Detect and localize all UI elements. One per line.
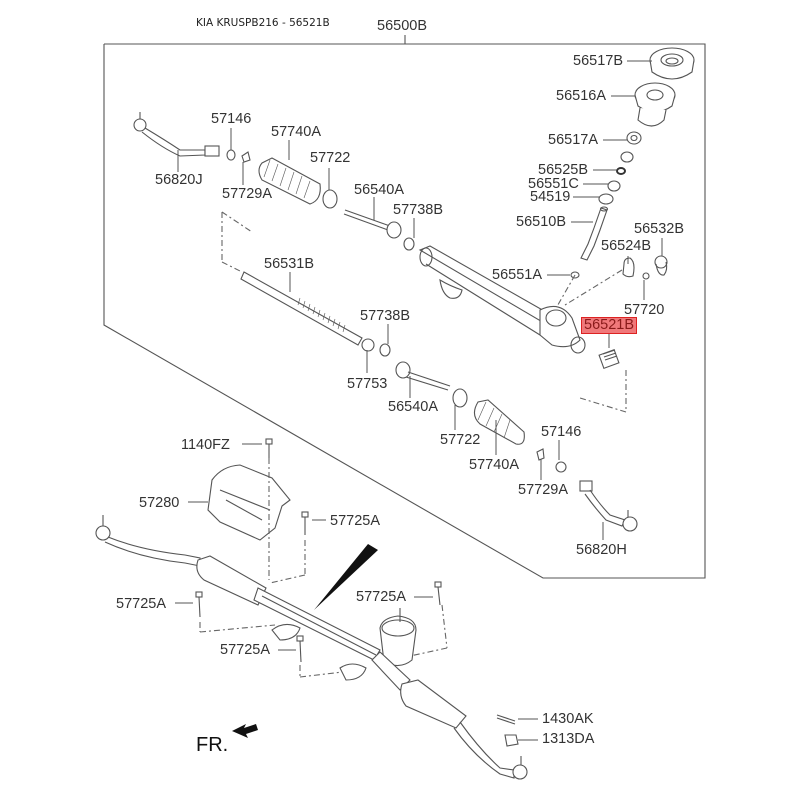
ring-57738B-upper-shape xyxy=(403,237,415,251)
ring-57753-shape xyxy=(361,338,375,352)
part-label-56517A[interactable]: 56517A xyxy=(548,132,598,148)
part-label-57738B-lower[interactable]: 57738B xyxy=(360,308,410,324)
clamp-57722-left-shape xyxy=(322,189,338,209)
part-label-57725A-1[interactable]: 57725A xyxy=(330,513,380,529)
front-direction-label: FR. xyxy=(196,734,229,756)
part-label-56820J[interactable]: 56820J xyxy=(155,172,203,188)
part-label-54519[interactable]: 54519 xyxy=(530,189,571,205)
nut-57146-left-shape xyxy=(226,149,236,161)
part-label-57753[interactable]: 57753 xyxy=(347,376,388,392)
castle-nut-1313DA-shape xyxy=(504,734,519,747)
clip-57729A-right-shape xyxy=(536,448,545,461)
cotter-pin-1430AK-shape xyxy=(496,714,516,725)
part-label-1430AK[interactable]: 1430AK xyxy=(542,711,594,727)
part-label-57722-left[interactable]: 57722 xyxy=(310,150,351,166)
part-label-1140FZ[interactable]: 1140FZ xyxy=(181,437,230,453)
part-label-57740A-right[interactable]: 57740A xyxy=(469,457,519,473)
assembly-frame xyxy=(103,43,706,579)
part-label-56532B[interactable]: 56532B xyxy=(634,221,684,237)
bolt-57725A-shape-4 xyxy=(296,635,304,663)
part-label-57725A-3[interactable]: 57725A xyxy=(356,589,406,605)
part-label-56517B[interactable]: 56517B xyxy=(573,53,623,69)
part-label-57725A-2[interactable]: 57725A xyxy=(116,596,166,612)
spring-57720-shape xyxy=(642,272,650,280)
plug-56521B-shape xyxy=(598,348,620,370)
clamp-57722-right-shape xyxy=(452,388,468,408)
ring-57738B-lower-shape xyxy=(379,343,391,357)
bolt-57725A-shape-3 xyxy=(434,581,442,606)
part-label-56524B[interactable]: 56524B xyxy=(601,238,651,254)
part-label-56525B[interactable]: 56525B xyxy=(538,162,588,178)
part-label-57740A-left[interactable]: 57740A xyxy=(271,124,321,140)
bearing-56517A-shape xyxy=(626,131,642,145)
front-arrow-icon xyxy=(232,724,258,738)
cap-56532B-shape xyxy=(654,255,668,276)
part-label-57720[interactable]: 57720 xyxy=(624,302,665,318)
nut-56551A-shape xyxy=(570,271,580,279)
heat-shield-57280-shape xyxy=(207,464,291,541)
part-label-56510B[interactable]: 56510B xyxy=(516,214,566,230)
bearing-cap-56517B-shape xyxy=(649,47,695,80)
part-label-56551C[interactable]: 56551C xyxy=(528,176,579,192)
seal-56516A-shape xyxy=(634,82,676,127)
part-label-1313DA[interactable]: 1313DA xyxy=(542,731,595,747)
part-label-57725A-4[interactable]: 57725A xyxy=(220,642,270,658)
steering-gear-assembly-shape xyxy=(95,515,528,780)
oring-56525B-shape xyxy=(616,167,626,175)
part-label-56551A[interactable]: 56551A xyxy=(492,267,542,283)
bolt-57725A-shape-1 xyxy=(301,511,309,535)
assembly-label[interactable]: 56500B xyxy=(377,18,427,34)
part-label-57729A-left[interactable]: 57729A xyxy=(222,186,272,202)
part-label-56521B-highlighted[interactable]: 56521B xyxy=(581,317,637,334)
inner-tie-rod-upper-shape xyxy=(343,209,402,239)
part-label-57146-right[interactable]: 57146 xyxy=(541,424,582,440)
tie-rod-end-56820J-shape xyxy=(133,112,220,157)
part-label-56531B[interactable]: 56531B xyxy=(264,256,314,272)
part-label-57729A-right[interactable]: 57729A xyxy=(518,482,568,498)
page-caption: KIA KRUSPB216 - 56521B xyxy=(196,17,330,29)
snap-ring-54519-shape xyxy=(598,193,614,205)
part-label-57146-left[interactable]: 57146 xyxy=(211,111,252,127)
yoke-56524B-shape xyxy=(622,257,635,278)
rack-housing-shape xyxy=(418,245,586,354)
pinion-56510B-shape xyxy=(580,206,609,261)
bolt-1140FZ-shape xyxy=(265,438,273,458)
inner-tie-rod-lower-shape xyxy=(395,361,451,391)
part-label-56516A[interactable]: 56516A xyxy=(556,88,606,104)
part-label-57280[interactable]: 57280 xyxy=(139,495,180,511)
bolt-57725A-shape-2 xyxy=(195,591,203,618)
part-label-57722-right[interactable]: 57722 xyxy=(440,432,481,448)
tie-rod-end-56820H-shape xyxy=(579,480,638,532)
section-pointer-wedge xyxy=(314,544,378,610)
part-label-56540A-upper[interactable]: 56540A xyxy=(354,182,404,198)
boot-57740A-right-shape xyxy=(473,399,525,445)
rack-bar-56531B-shape xyxy=(240,271,363,346)
nut-57146-right-shape xyxy=(555,461,567,473)
part-label-56820H[interactable]: 56820H xyxy=(576,542,627,558)
part-label-56540A-lower[interactable]: 56540A xyxy=(388,399,438,415)
ring-shape xyxy=(620,151,634,163)
part-label-57738B-upper[interactable]: 57738B xyxy=(393,202,443,218)
boot-57740A-left-shape xyxy=(258,157,321,205)
bush-56551C-shape xyxy=(607,180,621,192)
clip-57729A-left-shape xyxy=(241,151,251,163)
